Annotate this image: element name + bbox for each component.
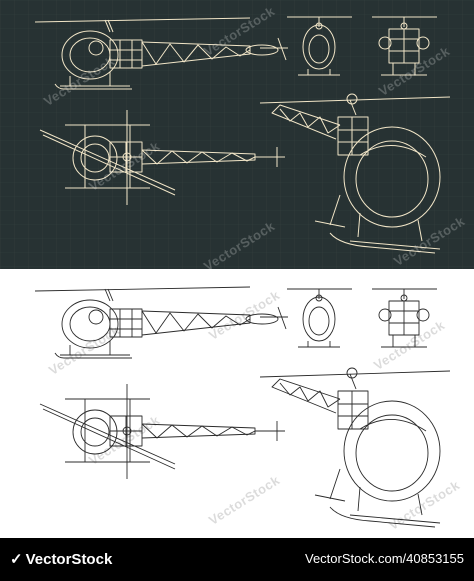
footer-image-id: VectorStock.com/40853155 — [305, 551, 464, 566]
light-background — [0, 269, 474, 538]
light-blueprint-drawing — [0, 269, 474, 538]
dark-blueprint-drawing — [0, 0, 474, 269]
light-blueprint-panel: VectorStock VectorStock VectorStock Vect… — [0, 269, 474, 538]
dark-grid — [0, 0, 474, 269]
dark-blueprint-panel: VectorStock VectorStock VectorStock Vect… — [0, 0, 474, 269]
checkmark-icon: ✓ — [10, 551, 23, 568]
footer-logo: ✓VectorStock — [10, 550, 112, 568]
footer-bar: ✓VectorStock VectorStock.com/40853155 — [0, 538, 474, 581]
footer-logo-text: VectorStock — [25, 551, 113, 568]
